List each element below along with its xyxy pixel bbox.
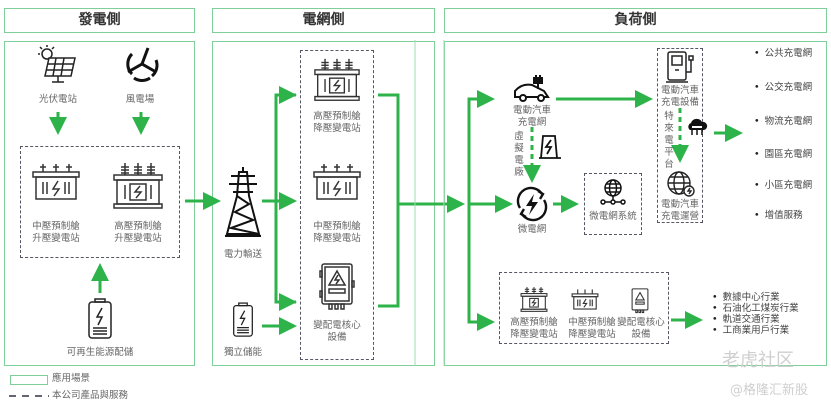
product-box-ev-charging — [657, 48, 703, 223]
transmission-tower-icon — [225, 167, 261, 237]
ev-car-plug-icon — [514, 75, 550, 102]
label-ev-equipment-1: 電動汽車 — [660, 85, 699, 96]
globe-charging-icon — [667, 171, 695, 197]
product-box-bottom-stations — [499, 272, 669, 344]
label-transmission: 電力輸送 — [223, 249, 262, 260]
label-bottom-hv-1: 高壓預制艙 — [510, 317, 558, 328]
label-microgrid-system: 微電網系統 — [589, 211, 637, 222]
product-box-microgrid-system — [584, 173, 642, 235]
globe-network-icon — [600, 179, 626, 205]
label-core-equipment-2: 設備 — [327, 332, 347, 343]
label-platform-3: 電 — [664, 135, 674, 146]
label-mv-step-up-1: 中壓預制艙 — [32, 221, 80, 232]
battery-storage-icon — [88, 298, 112, 339]
bracket-load-left — [467, 97, 492, 324]
bracket-grid-left — [274, 93, 296, 304]
ev-use-item: 物流充電網 — [754, 116, 813, 128]
label-hv-step-up-1: 高壓預制艙 — [114, 221, 162, 232]
label-microgrid: 微電網 — [517, 224, 547, 235]
electrical-cabinet-icon-2 — [631, 288, 649, 314]
label-bottom-mv-1: 中壓預制艙 — [568, 317, 616, 328]
label-ev-network-2: 充電網 — [517, 117, 547, 128]
watermark-main: 老虎社区 — [722, 350, 794, 371]
label-bottom-hv-2: 降壓變電站 — [510, 329, 558, 340]
ev-use-item: 園區充電網 — [754, 149, 813, 161]
label-mv-step-down-2: 降壓變電站 — [313, 233, 361, 244]
legend-products-label: 本公司產品與服務 — [52, 390, 129, 401]
label-ev-operation-1: 電動汽車 — [660, 199, 699, 210]
industry-item: 數據中心行業 — [712, 292, 780, 304]
hv-substation-icon — [113, 163, 163, 209]
label-bottom-core-1: 變配電核心 — [617, 317, 665, 328]
industry-item: 工商業用戶行業 — [712, 325, 790, 337]
label-virtual-plant-3: 電 — [514, 155, 524, 166]
label-virtual-plant-2: 擬 — [514, 143, 524, 154]
mv-substation-icon-3 — [571, 289, 599, 310]
label-wind: 風電場 — [125, 94, 155, 105]
legend-scenario-swatch — [10, 375, 48, 385]
battery-storage-icon-2 — [233, 302, 253, 337]
ev-charger-icon — [666, 51, 694, 83]
label-hv-step-down-2: 降壓變電站 — [313, 123, 361, 134]
cloud-server-icon — [688, 118, 708, 135]
microgrid-recycle-icon — [516, 186, 548, 222]
hv-substation-icon-3 — [520, 287, 548, 312]
ev-use-item: 小區充電網 — [754, 180, 813, 192]
industry-item: 軌道交通行業 — [712, 314, 780, 326]
mv-substation-icon — [32, 164, 80, 200]
label-mv-step-down-1: 中壓預制艙 — [313, 221, 361, 232]
header-load-side: 負荷側 — [444, 8, 827, 33]
ev-use-item: 公共充電網 — [754, 48, 813, 60]
label-virtual-plant-1: 虛 — [514, 131, 524, 142]
wind-turbine-icon — [126, 47, 159, 82]
hv-substation-icon-2 — [314, 58, 360, 101]
watermark-sub: @格隆汇新股 — [730, 383, 809, 398]
label-hv-step-down-1: 高壓預制艙 — [313, 111, 361, 122]
label-platform-5: 台 — [664, 159, 674, 170]
ev-use-item: 公交充電網 — [754, 82, 813, 94]
product-box-grid-stations — [300, 50, 374, 360]
legend-dash-swatch — [9, 395, 49, 397]
label-ev-equipment-2: 充電設備 — [660, 97, 699, 108]
header-generation-side: 發電側 — [4, 8, 195, 33]
panel-generation-side — [4, 41, 195, 366]
bracket-grid-right — [378, 93, 400, 308]
label-bottom-core-2: 設備 — [631, 329, 651, 340]
solar-panel-icon — [38, 45, 76, 83]
label-hv-step-up-2: 升壓變電站 — [114, 233, 162, 244]
label-ev-operation-2: 充電運營 — [660, 211, 699, 222]
mv-substation-icon-2 — [313, 164, 361, 200]
label-ev-network-1: 電動汽車 — [512, 105, 551, 116]
legend-scenario-label: 應用場景 — [52, 373, 91, 384]
industry-item: 石油化工煤炭行業 — [712, 303, 799, 315]
header-grid-side: 電網側 — [212, 8, 435, 33]
power-plant-icon — [539, 135, 561, 159]
ev-use-item: 增值服務 — [754, 210, 803, 222]
label-platform-4: 平 — [664, 147, 674, 158]
label-independent-storage: 獨立儲能 — [223, 347, 262, 358]
electrical-cabinet-icon — [319, 263, 355, 310]
label-virtual-plant-4: 廠 — [514, 167, 524, 178]
label-solar: 光伏電站 — [38, 94, 77, 105]
label-bottom-mv-2: 降壓變電站 — [568, 329, 616, 340]
label-renewable-storage: 可再生能源配儲 — [66, 347, 134, 358]
product-box-step-up — [20, 146, 180, 258]
label-mv-step-up-2: 升壓變電站 — [32, 233, 80, 244]
label-core-equipment-1: 變配電核心 — [313, 320, 361, 331]
label-platform-1: 特 — [664, 111, 674, 122]
label-platform-2: 來 — [664, 123, 674, 134]
